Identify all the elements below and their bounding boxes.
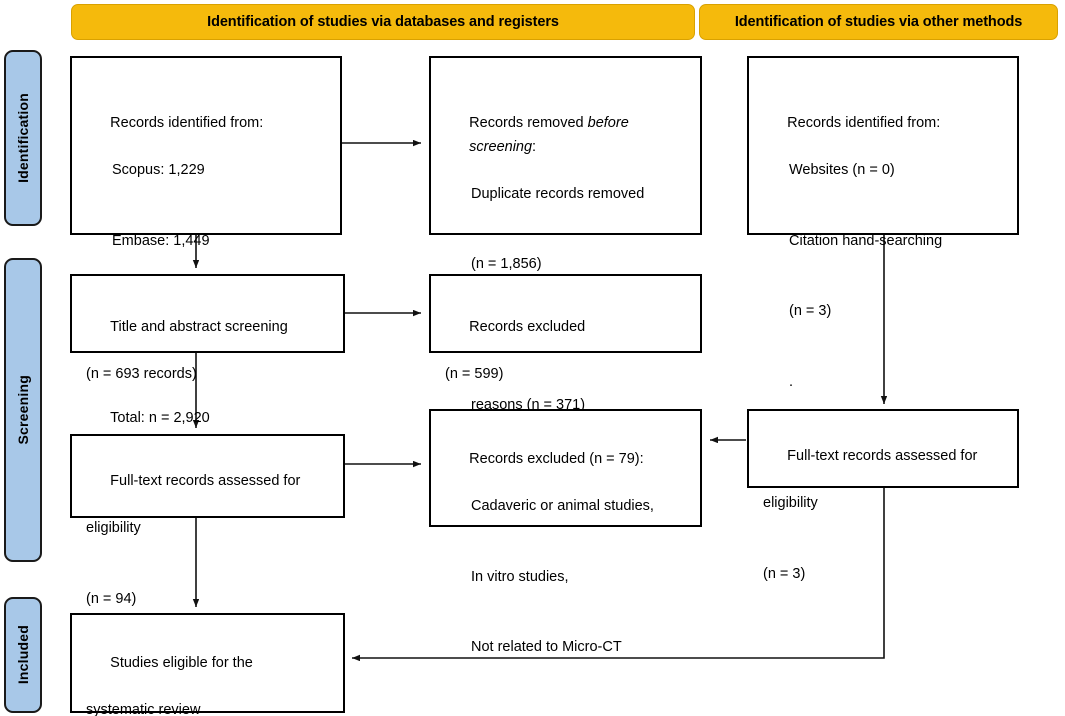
records-excluded-screening-line2: (n = 599) bbox=[445, 366, 504, 383]
records-identified-other-trailing-dot: . bbox=[789, 373, 794, 390]
box-records-excluded-screening: Records excluded (n = 599) bbox=[429, 274, 702, 382]
records-identified-other-item-citation-n: (n = 3) bbox=[789, 303, 832, 320]
fulltext-db-line1: Full-text records assessed for bbox=[110, 473, 301, 490]
banner-other-methods: Identification of studies via other meth… bbox=[699, 4, 1058, 40]
fulltext-db-line3: (n = 94) bbox=[86, 590, 137, 607]
records-removed-before-italic: before bbox=[587, 115, 629, 132]
records-removed-line1-text: Records removed bbox=[469, 115, 588, 132]
title-abstract-line1: Title and abstract screening bbox=[110, 319, 288, 336]
records-identified-item-scopus: Scopus: 1,229 bbox=[112, 162, 205, 179]
records-excluded-fulltext-item-cadaveric: Cadaveric or animal studies, bbox=[471, 498, 654, 515]
records-removed-screening-italic: screening bbox=[469, 138, 533, 155]
records-removed-line1: Records removed before bbox=[469, 115, 629, 131]
stage-label-identification: Identification bbox=[4, 50, 42, 226]
records-excluded-fulltext-title: Records excluded (n = 79): bbox=[469, 451, 644, 468]
banner-databases-registers: Identification of studies via databases … bbox=[71, 4, 695, 40]
stage-included-text: Included bbox=[15, 625, 31, 685]
records-excluded-fulltext-item-microct: Not related to Micro-CT bbox=[471, 639, 622, 656]
records-identified-other-item-citation: Citation hand-searching bbox=[789, 232, 943, 249]
title-abstract-line2: (n = 693 records) bbox=[86, 366, 197, 383]
fulltext-other-line1: Full-text records assessed for bbox=[787, 448, 978, 465]
records-removed-item-duplicate: Duplicate records removed bbox=[471, 185, 645, 202]
records-removed-colon: : bbox=[532, 138, 537, 155]
records-identified-item-embase: Embase: 1,449 bbox=[112, 232, 210, 249]
box-records-identified-databases: Records identified from: Scopus: 1,229 E… bbox=[70, 56, 342, 426]
box-records-removed-before-screening: Records removed before screening: Duplic… bbox=[429, 56, 702, 413]
box-records-excluded-fulltext: Records excluded (n = 79): Cadaveric or … bbox=[429, 409, 702, 655]
stage-identification-text: Identification bbox=[15, 93, 31, 183]
records-identified-title: Records identified from: bbox=[110, 115, 264, 132]
records-excluded-screening-line1: Records excluded bbox=[469, 319, 586, 336]
records-removed-item-duplicate-n: (n = 1,856) bbox=[471, 256, 542, 273]
fulltext-db-line2: eligibility bbox=[86, 520, 141, 537]
stage-label-included: Included bbox=[4, 597, 42, 713]
banner-databases-label: Identification of studies via databases … bbox=[207, 14, 559, 30]
included-line2: systematic review bbox=[86, 702, 201, 716]
records-excluded-fulltext-item-invitro: In vitro studies, bbox=[471, 568, 569, 585]
box-fulltext-assessed-other: Full-text records assessed for eligibili… bbox=[747, 409, 1019, 582]
records-removed-line2: screening: bbox=[469, 139, 536, 155]
banner-other-label: Identification of studies via other meth… bbox=[734, 14, 1023, 30]
included-line1: Studies eligible for the bbox=[110, 655, 253, 672]
stage-label-screening: Screening bbox=[4, 258, 42, 562]
box-included-studies: Studies eligible for the systematic revi… bbox=[70, 613, 345, 716]
records-identified-other-item-websites: Websites (n = 0) bbox=[789, 162, 895, 179]
box-records-identified-other-methods: Records identified from: Websites (n = 0… bbox=[747, 56, 1019, 390]
records-identified-total: Total: n = 2,920 bbox=[110, 410, 210, 427]
records-identified-other-title: Records identified from: bbox=[787, 115, 941, 132]
stage-screening-text: Screening bbox=[15, 375, 31, 445]
box-fulltext-assessed-databases: Full-text records assessed for eligibili… bbox=[70, 434, 345, 607]
fulltext-other-line3: (n = 3) bbox=[763, 565, 806, 582]
box-title-abstract-screening: Title and abstract screening (n = 693 re… bbox=[70, 274, 345, 382]
fulltext-other-line2: eligibility bbox=[763, 495, 818, 512]
